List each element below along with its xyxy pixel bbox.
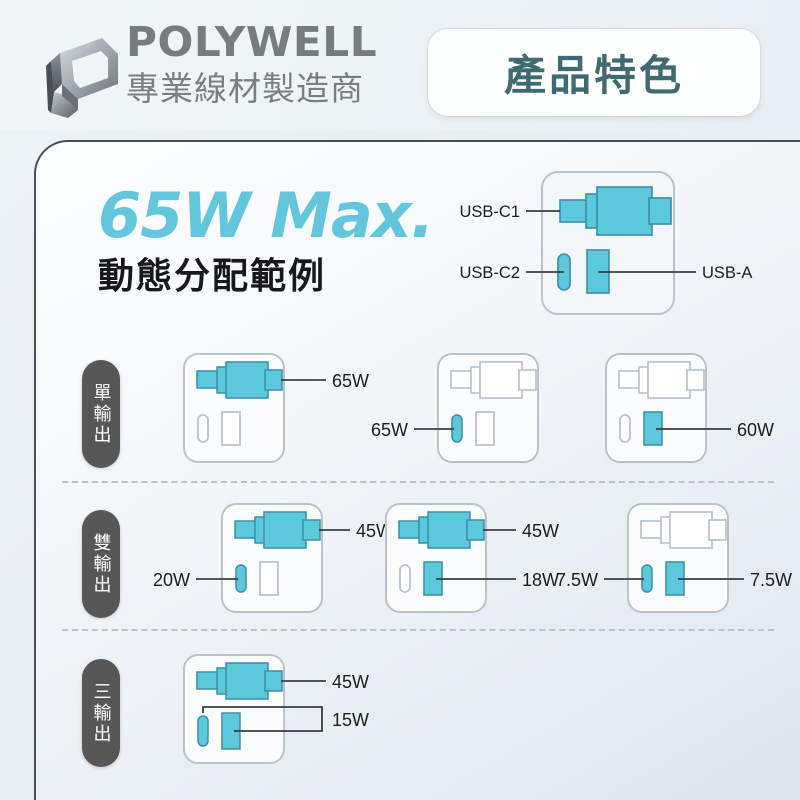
usb-c2-port-inactive <box>619 414 631 443</box>
usb-c1-port-inactive <box>618 361 705 399</box>
row-label-text: 雙輸出 <box>91 532 112 596</box>
row-label-pill-dual: 雙輸出 <box>82 510 120 618</box>
feature-badge: 產品特色 <box>428 29 760 116</box>
mode-row-triple: 三輸出 45W 15W <box>36 637 800 787</box>
shared-bracket-connector <box>202 706 323 732</box>
power-label: 7.5W <box>556 570 598 590</box>
legend-label-usb-c2: USB-C2 <box>459 264 520 282</box>
usb-c1-port-inactive <box>450 361 537 399</box>
usb-c1-port-active <box>196 361 283 399</box>
scenario-single-c1: 65W <box>154 342 394 482</box>
power-label: 7.5W <box>750 570 792 590</box>
headline-sub: 動態分配範例 <box>98 255 327 296</box>
power-label: 45W <box>522 521 559 541</box>
row-label-text: 三輸出 <box>91 681 112 745</box>
usb-a-port-inactive <box>259 561 279 596</box>
row-label-pill-triple: 三輸出 <box>82 659 120 767</box>
scenario-single-a: 60W <box>576 342 800 482</box>
usb-c1-port-inactive <box>640 511 727 549</box>
power-label: 15W <box>332 710 369 730</box>
usb-c1-port-active <box>234 511 321 549</box>
power-label: 65W <box>371 420 408 440</box>
usb-c2-port-active <box>197 715 209 747</box>
power-label: 60W <box>737 420 774 440</box>
power-label: 65W <box>332 371 369 391</box>
scenario-dual-c2-a: 7.5W 7.5W <box>548 492 800 632</box>
feature-card: 65W Max. 動態分配範例 USB-C1 USB-C2 <box>34 140 800 800</box>
scenario-single-c2: 65W <box>366 342 606 482</box>
row-divider <box>62 481 774 483</box>
scenario-dual-c1-c2: 45W 20W <box>153 492 394 632</box>
scenario-dual-c1-a: 45W 18W <box>366 492 606 632</box>
row-label-text: 單輸出 <box>91 382 112 446</box>
legend-label-usb-a: USB-A <box>702 264 752 282</box>
polywell-p-logo-icon <box>38 30 126 122</box>
mode-row-single: 單輸出 65W <box>36 342 800 487</box>
power-label: 45W <box>332 672 369 692</box>
power-label: 45W <box>356 521 393 541</box>
power-label: 18W <box>522 570 559 590</box>
brand-tagline: 專業線材製造商 <box>126 70 364 107</box>
usb-c2-port-inactive <box>399 564 411 593</box>
usb-c2-port-inactive <box>197 414 209 443</box>
row-divider <box>62 629 774 631</box>
title-block: 65W Max. 動態分配範例 <box>98 179 434 296</box>
headline-main: 65W Max. <box>98 179 434 252</box>
page-header: POLYWELL 專業線材製造商 產品特色 <box>0 0 800 131</box>
scenario-triple-all: 45W 15W <box>154 643 414 788</box>
mode-row-dual: 雙輸出 45W 20W <box>36 492 800 637</box>
usb-a-port-inactive <box>475 411 495 446</box>
power-label: 20W <box>153 570 190 590</box>
legend-label-usb-c1: USB-C1 <box>459 203 520 221</box>
usb-c1-port-active <box>196 662 283 700</box>
usb-a-port-inactive <box>221 411 241 446</box>
port-legend-diagram: USB-C1 USB-C2 USB-A <box>434 162 794 337</box>
row-label-pill-single: 單輸出 <box>82 360 120 468</box>
brand-block: POLYWELL 專業線材製造商 <box>126 22 416 107</box>
feature-badge-label: 產品特色 <box>503 52 684 99</box>
legend-usb-c1-port <box>559 186 672 236</box>
usb-c1-port-active <box>398 511 485 549</box>
brand-wordmark: POLYWELL <box>126 18 378 66</box>
